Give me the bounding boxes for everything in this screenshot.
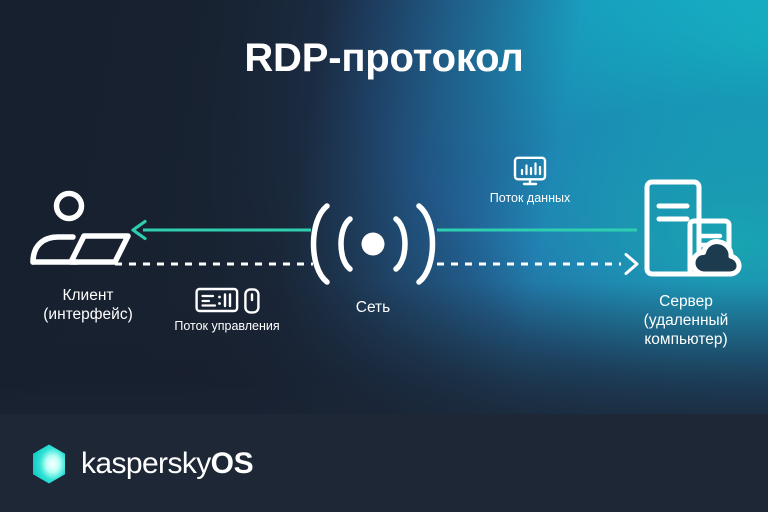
monitor-chart-icon (513, 156, 547, 186)
client-icon-wrap (8, 186, 168, 284)
control-flow-label: Поток управления (142, 284, 312, 334)
control-flow-line-right (437, 250, 640, 278)
control-flow-segment-left (115, 262, 313, 266)
data-flow-label: Поток данных (455, 156, 605, 206)
person-at-laptop-icon (30, 190, 131, 265)
node-client-label: Клиент (интерфейс) (43, 287, 133, 323)
data-flow-text: Поток данных (489, 191, 571, 205)
server-icon-wrap (608, 172, 764, 290)
data-flow-segment-right (437, 228, 637, 232)
mouse-icon (243, 288, 260, 314)
node-network-label: Сеть (355, 299, 391, 316)
kaspersky-hexagon-icon (33, 444, 65, 484)
control-flow-text: Поток управления (174, 319, 280, 333)
control-flow-arrow-right (437, 253, 639, 275)
network-icon-wrap (293, 196, 453, 292)
data-flow-line-right (437, 214, 637, 246)
network-signal-icon (310, 203, 436, 285)
node-network: Сеть (293, 196, 453, 317)
node-client: Клиент (интерфейс) (8, 186, 168, 324)
keyboard-icon (194, 287, 238, 313)
footer-band (0, 414, 768, 512)
server-cloud-icon (644, 179, 742, 277)
node-server-label: Сервер (удаленный компьютер) (643, 293, 729, 348)
logo-name-main: kaspersky (81, 447, 211, 480)
data-flow-icon-wrap (455, 156, 605, 186)
page-title: RDP-протокол (244, 36, 524, 80)
data-flow-line-left (129, 214, 311, 246)
node-server: Сервер (удаленный компьютер) (608, 172, 764, 349)
control-flow-icon-wrap (142, 284, 312, 314)
data-flow-arrow-left (131, 219, 311, 241)
control-flow-line-left (113, 250, 313, 278)
logo-name-suffix: OS (210, 447, 254, 480)
